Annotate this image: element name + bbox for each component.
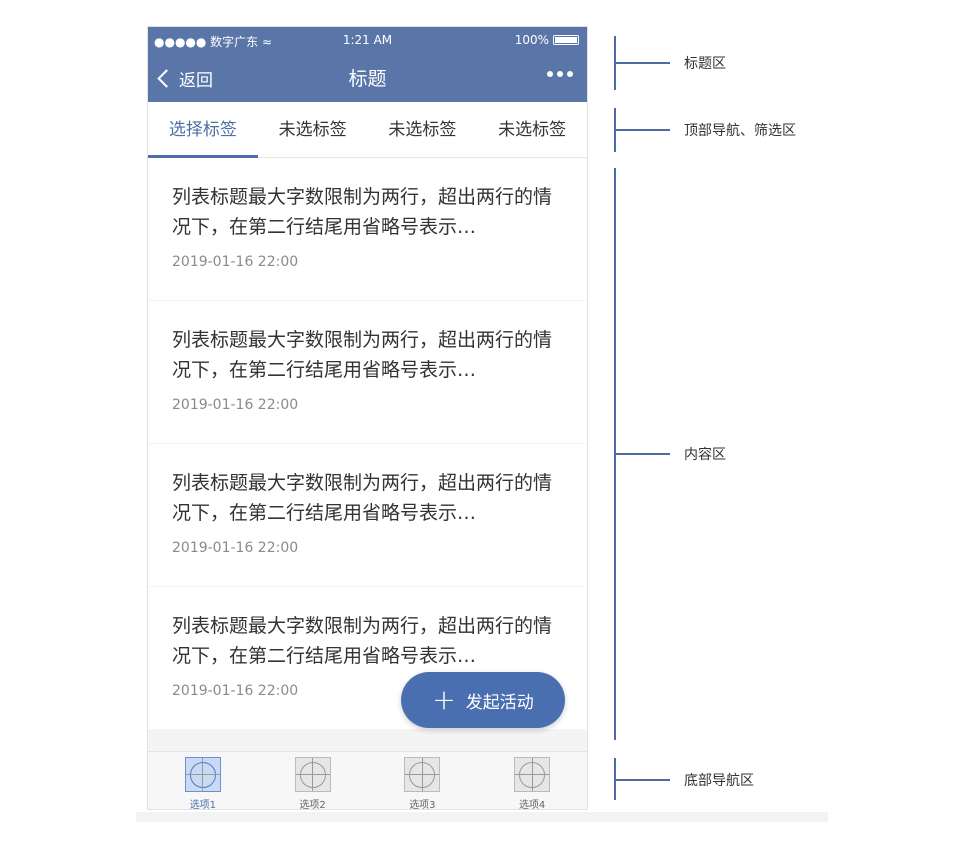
placeholder-grid-icon (294, 757, 331, 792)
list-item[interactable]: 列表标题最大字数限制为两行，超出两行的情况下，在第二行结尾用省略号表示… 201… (148, 444, 587, 586)
content-area-leader (615, 453, 670, 455)
more-button[interactable] (547, 71, 573, 77)
placeholder-grid-icon (184, 757, 221, 792)
list-item-title: 列表标题最大字数限制为两行，超出两行的情况下，在第二行结尾用省略号表示… (172, 186, 553, 238)
battery-icon (553, 35, 579, 45)
bottom-nav-leader (615, 779, 670, 781)
more-dot-icon (547, 71, 553, 77)
content-list: 列表标题最大字数限制为两行，超出两行的情况下，在第二行结尾用省略号表示… 201… (148, 158, 587, 751)
list-item-title: 列表标题最大字数限制为两行，超出两行的情况下，在第二行结尾用省略号表示… (172, 615, 553, 667)
filter-tabs: 选择标签 未选标签 未选标签 未选标签 (148, 102, 587, 158)
battery-percent: 100% (514, 33, 549, 47)
page-title: 标题 (348, 68, 387, 90)
tab-unselected-1[interactable]: 未选标签 (278, 120, 347, 140)
tab-selected[interactable]: 选择标签 (148, 102, 258, 158)
list-item-title: 列表标题最大字数限制为两行，超出两行的情况下，在第二行结尾用省略号表示… (172, 472, 553, 524)
tab-unselected-3[interactable]: 未选标签 (498, 120, 567, 140)
placeholder-grid-icon (404, 757, 441, 792)
list-item-date: 2019-01-16 22:00 (172, 683, 299, 699)
create-activity-button[interactable]: + 发起活动 (401, 672, 565, 728)
status-bar: ●●●●● 数字广东 ≈ 1:21 AM 100% (148, 27, 587, 53)
more-dot-icon (567, 71, 573, 77)
plus-icon: + (432, 683, 456, 716)
list-item-date: 2019-01-16 22:00 (172, 397, 299, 413)
tab-unselected-2[interactable]: 未选标签 (388, 120, 457, 140)
create-activity-label: 发起活动 (465, 692, 534, 713)
list-item-title: 列表标题最大字数限制为两行，超出两行的情况下，在第二行结尾用省略号表示… (172, 329, 553, 381)
list-item-date: 2019-01-16 22:00 (172, 540, 299, 556)
title-area-annotation: 标题区 (684, 56, 726, 72)
bottom-nav-label: 选项1 (189, 800, 217, 810)
bottom-nav-item-2[interactable]: 选项2 (258, 752, 368, 810)
list-item[interactable]: 列表标题最大字数限制为两行，超出两行的情况下，在第二行结尾用省略号表示… 201… (148, 301, 587, 443)
bottom-nav-item-3[interactable]: 选项3 (368, 752, 478, 810)
nav-filter-leader (615, 129, 670, 131)
phone-frame: ●●●●● 数字广东 ≈ 1:21 AM 100% 返回 标题 选择标签 未选标… (147, 26, 588, 810)
status-time: 1:21 AM (342, 33, 393, 47)
more-dot-icon (557, 71, 563, 77)
placeholder-grid-icon (514, 757, 551, 792)
bottom-nav-item-1[interactable]: 选项1 (148, 752, 258, 810)
back-label: 返回 (179, 71, 213, 91)
bottom-nav-label: 选项2 (299, 800, 326, 810)
bottom-nav: 选项1 选项2 选项3 选项4 (148, 751, 587, 810)
content-area-annotation: 内容区 (684, 447, 726, 463)
nav-row: 返回 标题 (148, 53, 587, 102)
bottom-nav-item-4[interactable]: 选项4 (477, 752, 587, 810)
battery-status: 100% (515, 33, 579, 47)
bottom-nav-label: 选项3 (409, 800, 436, 810)
bottom-divider (136, 812, 828, 822)
bottom-nav-label: 选项4 (518, 800, 546, 810)
list-item[interactable]: 列表标题最大字数限制为两行，超出两行的情况下，在第二行结尾用省略号表示… 201… (148, 158, 587, 300)
title-bar: ●●●●● 数字广东 ≈ 1:21 AM 100% 返回 标题 (148, 27, 587, 102)
list-item-date: 2019-01-16 22:00 (172, 254, 299, 270)
title-area-leader (615, 62, 670, 64)
back-button[interactable]: 返回 (156, 66, 213, 91)
bottom-nav-annotation: 底部导航区 (684, 773, 754, 789)
carrier-signal: ●●●●● 数字广东 ≈ (154, 35, 273, 49)
nav-filter-annotation: 顶部导航、筛选区 (684, 123, 796, 139)
